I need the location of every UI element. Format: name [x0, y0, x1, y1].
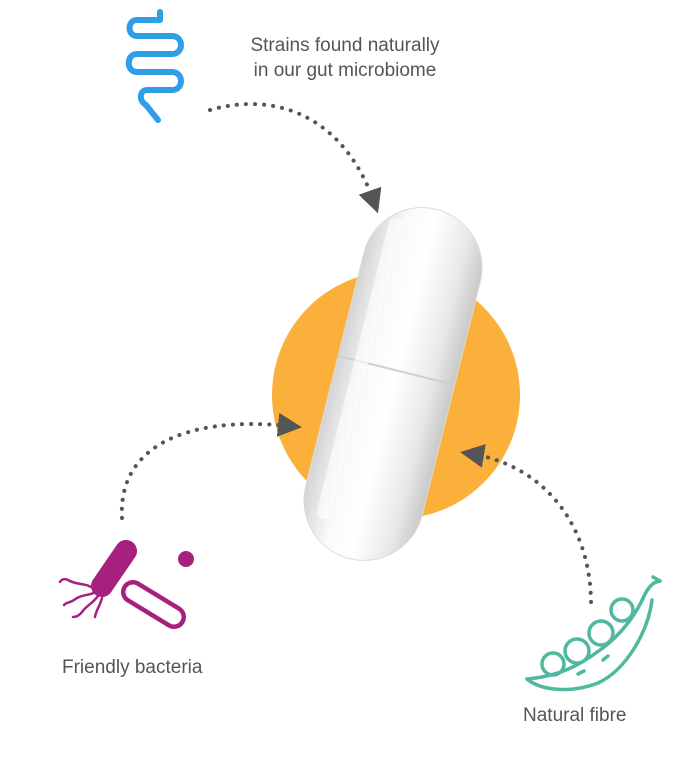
- arrow-gut-to-capsule: [208, 102, 382, 214]
- friendly-bacteria-label: Friendly bacteria: [62, 657, 203, 678]
- natural-fibre-label: Natural fibre: [523, 705, 627, 726]
- bacteria-icon: [58, 540, 194, 629]
- capsule-icon: [303, 207, 483, 561]
- pea-pod-icon: [525, 575, 662, 692]
- intestine-icon: [125, 9, 184, 123]
- gut-strains-label: Strains found naturally in our gut micro…: [200, 33, 490, 83]
- gut-strains-label-line1: Strains found naturally: [250, 35, 440, 56]
- gut-strains-label-line2: in our gut microbiome: [253, 60, 437, 81]
- arrow-fibre-to-capsule: [460, 444, 593, 604]
- arrow-bacteria-to-capsule: [119, 412, 302, 520]
